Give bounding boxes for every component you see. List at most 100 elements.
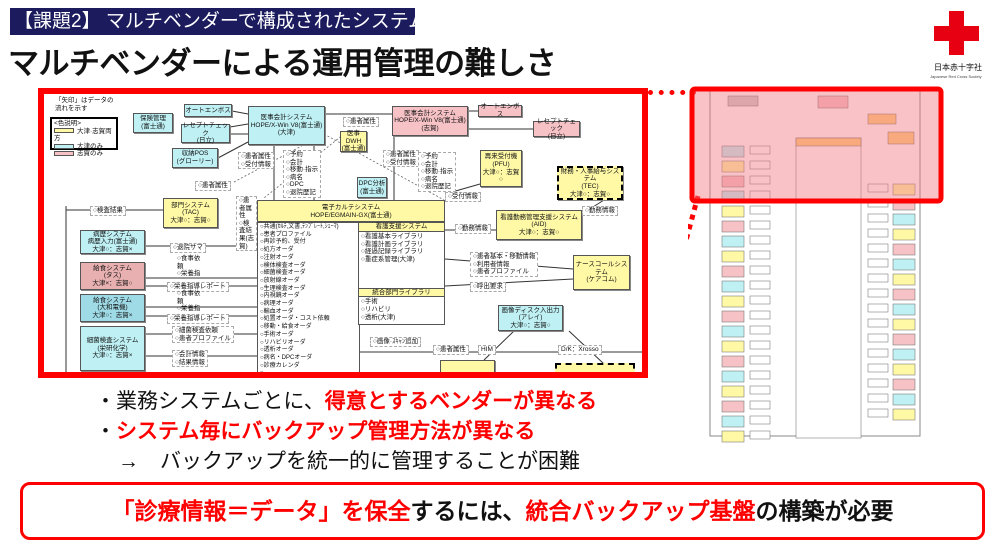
legend-label: 大津のみ <box>77 142 103 150</box>
box-nurse-call: ナースコールシステム (ケアコム) <box>573 255 630 290</box>
thumbnail-box <box>749 295 771 305</box>
flow-label: ○受付情報 <box>445 192 481 202</box>
thumbnail-box <box>749 235 771 245</box>
bullet-3: → バックアップを統一的に管理することが困難 <box>118 450 580 473</box>
legend-caption: 「矢印」はデータの 流れを示す <box>55 97 114 112</box>
thumbnail-box <box>892 408 916 421</box>
box-aid: 看護勤務管理支援システム (AID) 大津○：志賀○ <box>496 210 582 240</box>
thumbnail-box <box>721 175 745 188</box>
thumbnail-box <box>721 355 745 368</box>
flow-label: ○退院サマ <box>170 243 206 253</box>
zoom-connector-top <box>648 90 696 95</box>
flow-label: ○検査結果 <box>90 206 126 216</box>
thumbnail-box <box>721 325 745 338</box>
bullet-1: ・業務システムごとに、得意とするベンダーが異なる <box>95 388 597 416</box>
box-medical-accounting-otsu: 医事会計システム HOPE/X-Win V8(富士通) (大津) <box>248 106 325 145</box>
nursing-title: 看護支援システム <box>359 223 444 232</box>
thumbnail-box <box>727 95 759 107</box>
legend-swatch-pink <box>54 151 74 157</box>
zoom-connector-diagonal <box>688 195 701 243</box>
thumbnail-box <box>892 243 916 256</box>
thumbnail-box <box>867 288 889 298</box>
thumbnail-box <box>887 131 915 145</box>
logo-name-ja: 日本赤十字社 <box>934 63 982 72</box>
bullet-text: ・業務システムごとに、 <box>95 390 325 413</box>
thumbnail-box <box>867 228 889 238</box>
slide-title: マルチベンダーによる運用管理の難しさ <box>8 46 557 81</box>
color-legend: <色説明> 大津·志賀両方 大津のみ 志賀のみ <box>50 117 118 157</box>
thumbnail-box <box>867 183 889 193</box>
box-emr-header: 電子カルテシステム HOPE/EGMAIN-GX(富士通) <box>257 200 445 222</box>
flow-label: ○会計情報 ○結果情報 <box>172 350 208 368</box>
flow-label: ○細菌検査依頼 ○患者プロファイル <box>172 326 234 344</box>
flow-label: ○予約 ○会計 ○移動·指示 ○病名 ○退院歴記 <box>418 152 457 192</box>
flow-label: ○患者属性 <box>343 117 379 127</box>
nursing-items: ○看護基本ライブラリ ○看護計画ライブラリ ○経過記録ライブラリ ○重症系管理(… <box>361 233 424 263</box>
bullet-highlight: システム毎にバックアップ管理方法が異なる <box>116 420 536 443</box>
flow-label: ○患 者属 性 ○検 査結 果(志 賀) <box>236 196 258 252</box>
legend-swatch-cyan <box>54 143 74 149</box>
logo-name-en: Japanese Red Cross Society <box>930 74 982 79</box>
flow-label: ○呼出要求 <box>470 282 506 292</box>
red-cross-icon-bar <box>934 26 979 41</box>
thumbnail-box <box>749 280 771 290</box>
thumbnail-box <box>749 145 771 155</box>
thumbnail-box <box>749 415 771 425</box>
thumbnail-box <box>867 213 889 223</box>
legend-label: 大津·志賀両方 <box>54 127 112 143</box>
box-image-disk: 画像ディスク入出力 (アレイ) 大津○：志賀○ <box>498 305 563 331</box>
conclusion-text: の構築が必要 <box>755 498 894 524</box>
thumbnail-box <box>892 228 916 241</box>
thumbnail-box <box>749 340 771 350</box>
thumbnail-box <box>749 220 771 230</box>
box-dpc: DPC分析 (富士通) <box>357 177 387 198</box>
flow-label: ○患者属性 <box>195 181 231 191</box>
thumbnail-box <box>721 265 745 278</box>
dept-library-title: 統合部門ライブラリ <box>359 288 444 298</box>
box-partial <box>440 360 495 372</box>
legend-swatch-yellow <box>54 128 74 134</box>
flow-label: D/K：Xrosso <box>558 345 602 355</box>
thumbnail-box <box>867 318 889 328</box>
legend-item-otsu: 大津のみ <box>54 143 114 151</box>
thumbnail-box <box>892 333 916 346</box>
bullet-text: ・ <box>95 420 116 443</box>
thumbnail-box <box>795 137 862 147</box>
thumbnail-box <box>749 370 771 380</box>
thumbnail-box <box>892 258 916 271</box>
flow-label: ○予約 ○会計 ○移動·指示 ○病名 ○DPC ○退院歴記 <box>283 150 322 198</box>
thumbnail-box <box>892 363 916 376</box>
legend-item-both: 大津·志賀両方 <box>54 128 114 143</box>
thumbnail-highlight <box>689 86 944 204</box>
thumbnail-box <box>867 348 889 358</box>
box-bacteria-exam: 細菌検査システム (栄研化学) 大津○：志賀× <box>80 326 145 371</box>
emr-order-list: ○共通(ｶﾙﾃ,文書,ﾃﾝﾌﾟﾚｰﾄ,ｼｪｰﾏ) ○患者プロファイル ○再診予約… <box>257 222 360 372</box>
full-diagram-thumbnail <box>688 86 944 443</box>
thumbnail-box <box>721 370 745 383</box>
flow-label: ○食事依 頼 ○栄養指 <box>177 255 201 278</box>
box-partial-dashed <box>555 363 635 372</box>
thumbnail-box <box>721 160 745 173</box>
flow-label: ○勤務情報 <box>582 206 618 216</box>
thumbnail-box <box>749 400 771 410</box>
thumbnail-box <box>867 333 889 343</box>
thumbnail-box <box>721 205 745 218</box>
thumbnail-box <box>867 408 889 418</box>
flow-label: ○患者属性 ○受付情報 <box>238 152 274 170</box>
thumbnail-box <box>867 273 889 283</box>
thumbnail-box <box>892 318 916 331</box>
box-tac: 部門システム (TAC) 大津○：志賀○ <box>163 198 218 228</box>
thumbnail-box <box>749 160 771 170</box>
flow-label: ○食事依 頼 ○栄養指 <box>177 290 201 313</box>
thumbnail-box <box>721 340 745 353</box>
box-receipt-check-otsu: レセプトチェック (日立) <box>181 122 230 145</box>
thumbnail-box <box>721 385 745 398</box>
box-auto-emboss-otsu: オートエンボス <box>184 104 232 117</box>
slide-category-banner: 【課題2】 マルチベンダーで構成されたシステム <box>10 8 427 35</box>
thumbnail-box <box>892 378 916 391</box>
thumbnail-box <box>721 235 745 248</box>
box-nursing-support: 看護支援システム ○看護基本ライブラリ ○看護計画ライブラリ ○経過記録ライブラ… <box>358 222 445 325</box>
thumbnail-box <box>892 213 916 226</box>
thumbnail-box <box>721 295 745 308</box>
box-auto-emboss-shiga: オートエンボス <box>478 103 522 118</box>
